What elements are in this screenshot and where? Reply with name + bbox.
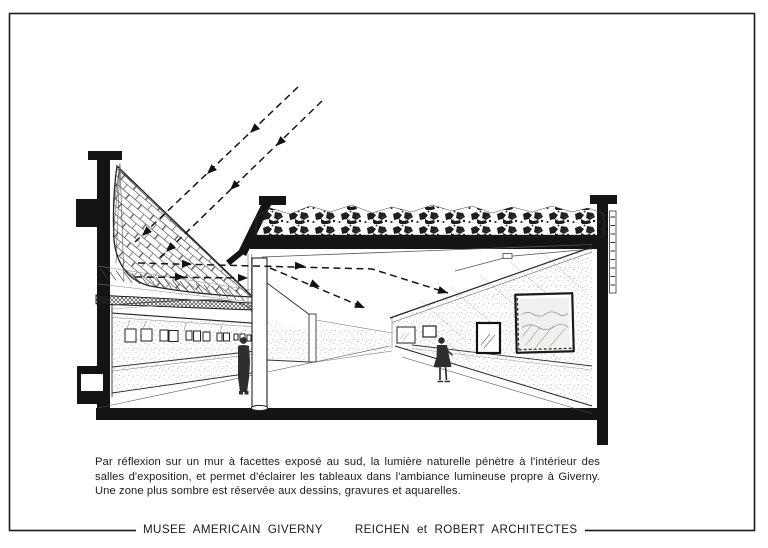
right-post-cap (590, 195, 617, 204)
right-post (597, 203, 608, 445)
project-title: MUSEE AMERICAIN GIVERNY (143, 523, 323, 536)
sunlight-rays (134, 86, 323, 259)
section-cut-profile (76, 151, 617, 445)
left-wall-artworks (124, 328, 252, 343)
visitor-left (238, 337, 250, 395)
architects-title: REICHEN et ROBERT ARCHITECTES (354, 523, 578, 536)
reflected-ray-lower (134, 276, 251, 279)
right-gallery (389, 246, 593, 414)
level-strip (609, 210, 617, 294)
caption-line-1: Par réflexion sur un mur à facettes expo… (95, 456, 600, 468)
floor-slab (96, 408, 608, 420)
incoming-ray-2 (159, 100, 323, 259)
light-duct (247, 244, 593, 363)
large-painting (514, 292, 575, 354)
incoming-ray-1 (134, 86, 299, 243)
ray-arrowheads (142, 123, 448, 308)
reflected-ray-branch (269, 267, 366, 309)
left-gallery (97, 299, 391, 409)
title-block: MUSEE AMERICAIN GIVERNY REICHEN et ROBER… (136, 521, 585, 538)
central-column (250, 257, 269, 412)
reflected-rays (134, 262, 449, 309)
reflected-ray-upper (137, 262, 449, 294)
walkway-band (95, 294, 253, 311)
right-wall-artworks (396, 292, 575, 355)
caption-line-2: salles d'exposition, et permet d'éclaire… (95, 470, 600, 483)
caption-line-3: Une zone plus sombre est réservée aux de… (95, 485, 461, 498)
visitor-right (433, 337, 454, 383)
medium-painting (475, 321, 502, 355)
green-roof-vegetation (252, 204, 608, 237)
roof-slab (250, 236, 608, 249)
caption-text: Par réflexion sur un mur à facettes expo… (95, 455, 600, 499)
